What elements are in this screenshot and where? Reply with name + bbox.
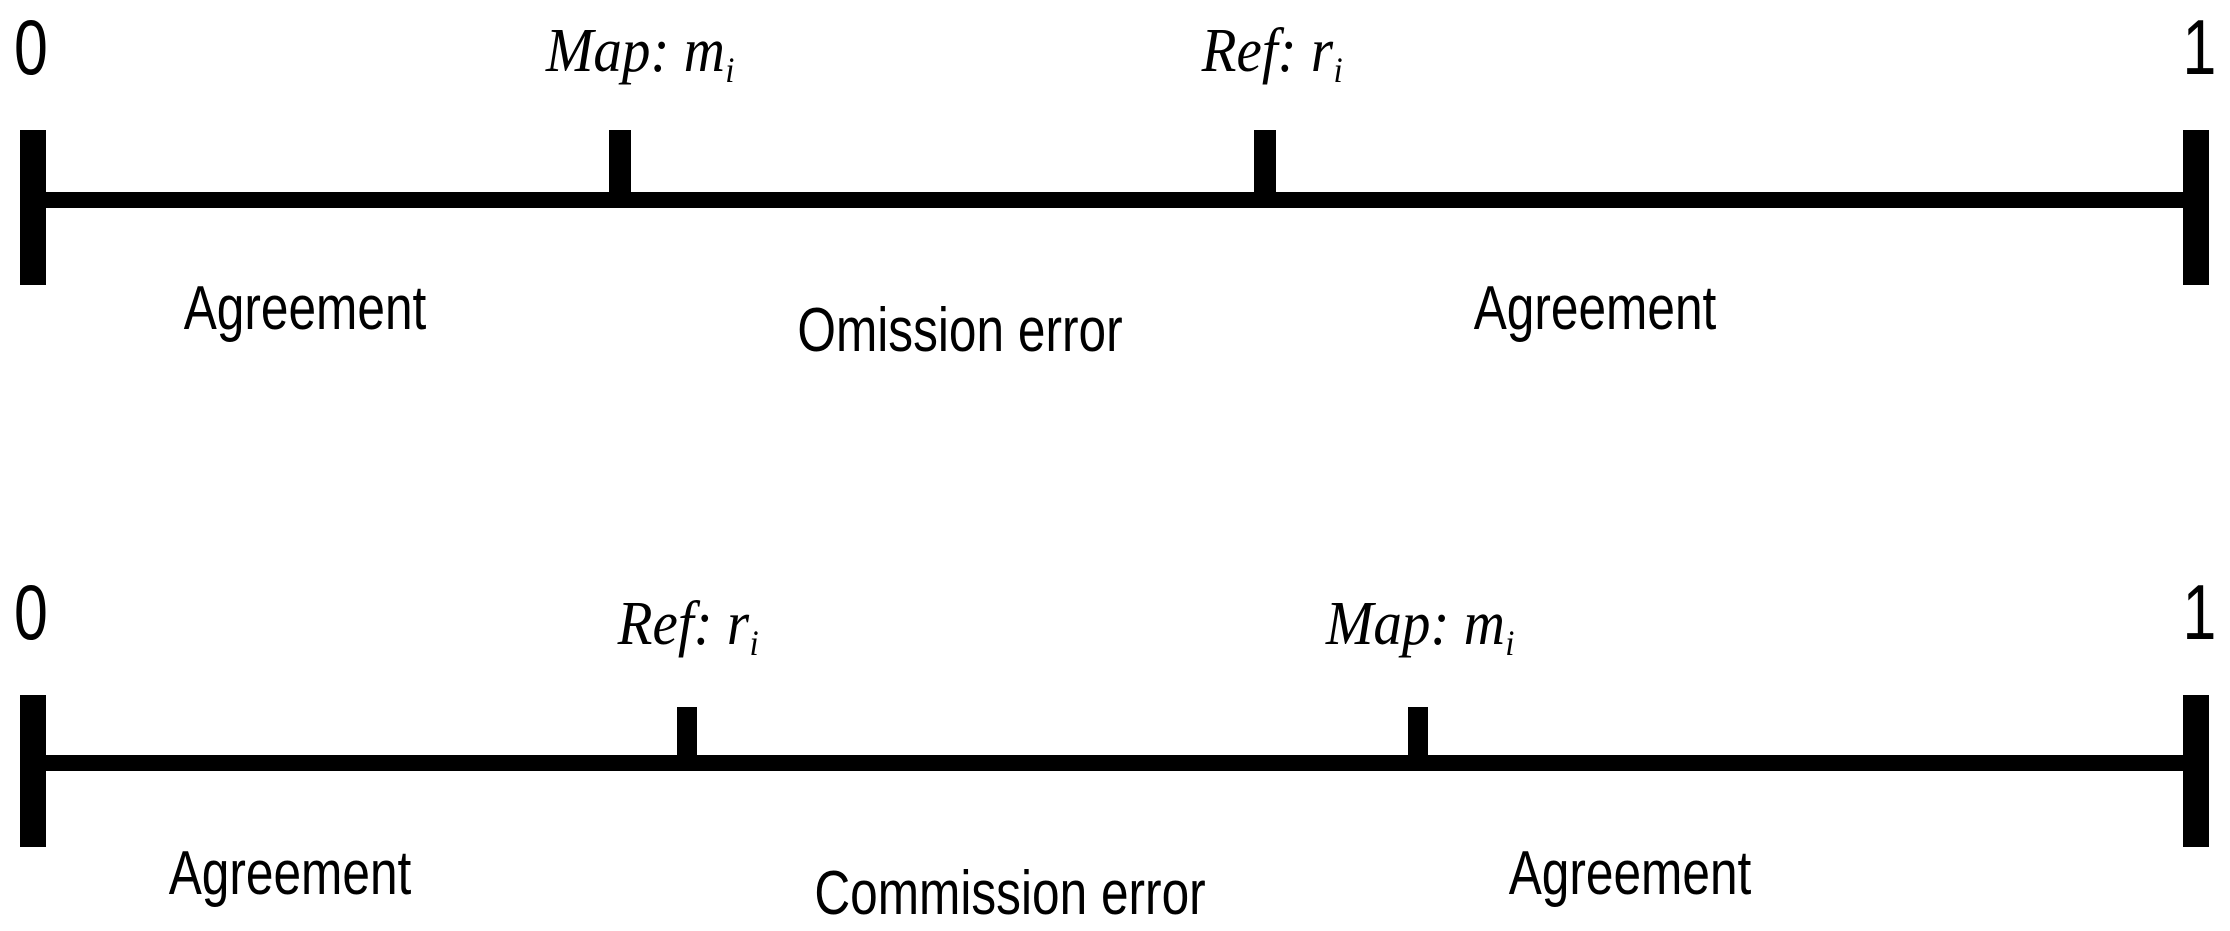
panel2-left-agreement-label: Agreement [168, 839, 412, 908]
panel2-axis-line [32, 755, 2195, 771]
panel2-commission-error-label: Commission error [814, 859, 1206, 928]
panel2-start-label: 0 [14, 568, 48, 656]
panel1-left-agreement-label: Agreement [183, 274, 427, 343]
panel2-map-marker-label: Map: mi [1325, 590, 1515, 661]
panel1-end-cap [2183, 130, 2209, 285]
panel1-start-cap [20, 130, 46, 285]
panel2-map-tick [1408, 707, 1428, 763]
panel2-end-cap [2183, 695, 2209, 847]
panel2-map-marker-subscript: i [1505, 622, 1515, 663]
panel1-omission-error-label: Omission error [797, 296, 1123, 365]
panel2-map-marker-text: Map: m [1325, 590, 1505, 658]
panel1-ref-tick [1254, 130, 1276, 200]
panel1-map-tick [609, 130, 631, 200]
panel2-start-cap [20, 695, 46, 847]
panel2-end-label: 1 [2182, 568, 2216, 656]
panel-commission: 0 1 Ref: ri Map: mi Agreement Commission… [0, 565, 2230, 931]
panel1-axis-line [32, 192, 2195, 208]
panel1-start-label: 0 [14, 3, 48, 91]
panel2-right-agreement-label: Agreement [1508, 839, 1752, 908]
panel1-right-agreement-label: Agreement [1473, 274, 1717, 343]
panel1-map-marker-text: Map: m [545, 17, 725, 85]
panel2-ref-marker-label: Ref: ri [617, 590, 759, 661]
panel1-ref-marker-subscript: i [1333, 49, 1343, 90]
panel1-ref-marker-text: Ref: r [1201, 17, 1334, 85]
panel2-ref-tick [677, 707, 697, 763]
panel-omission: 0 1 Map: mi Ref: ri Agreement Omission e… [0, 0, 2230, 380]
panel1-map-marker-label: Map: mi [545, 17, 735, 88]
panel2-ref-marker-text: Ref: r [617, 590, 750, 658]
panel1-map-marker-subscript: i [725, 49, 735, 90]
panel1-ref-marker-label: Ref: ri [1201, 17, 1343, 88]
panel1-end-label: 1 [2182, 3, 2216, 91]
panel2-ref-marker-subscript: i [749, 622, 759, 663]
